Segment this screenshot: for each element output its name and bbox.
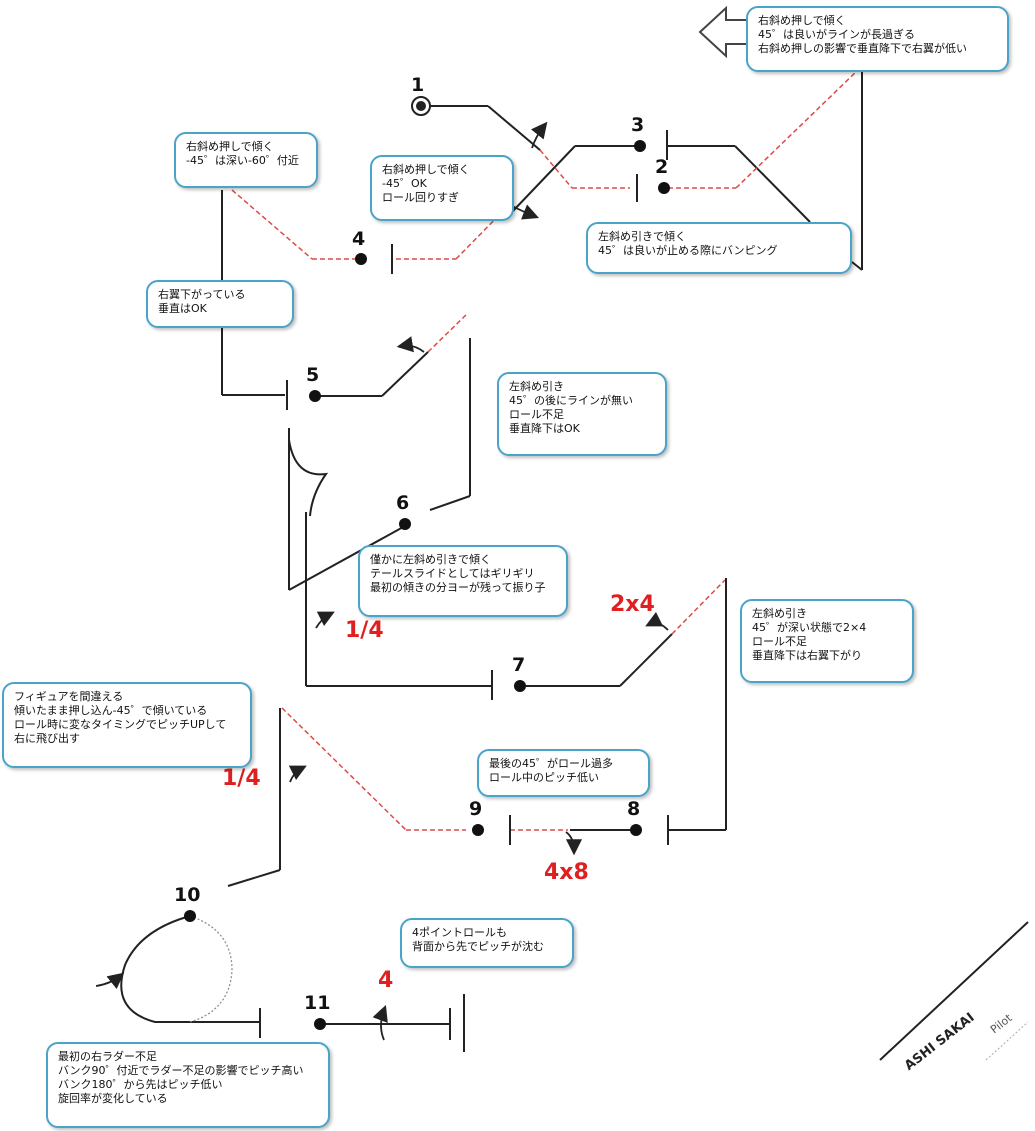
maneuver-number-11: 11 [304, 992, 331, 1014]
note-far-left: フィギュアを間違える傾いたまま押し込ん-45゜で傾いているロール時に変なタイミン… [2, 682, 252, 768]
maneuver-number-9: 9 [469, 798, 483, 820]
maneuver-4-dot [355, 253, 367, 265]
roll-label-quarter-a: 1/4 [345, 618, 384, 643]
figure-1-3-path [425, 70, 863, 271]
maneuver-number-10: 10 [174, 884, 201, 906]
figure-8-9-path [227, 707, 726, 887]
maneuver-number-4: 4 [352, 228, 366, 250]
figure-6-path [288, 428, 406, 591]
figure-10-11-path [95, 915, 465, 1052]
roll-label-four-by-eight: 4x8 [544, 860, 589, 885]
maneuver-number-3: 3 [631, 114, 645, 136]
maneuver-number-8: 8 [627, 798, 641, 820]
maneuver-11-dot [314, 1018, 326, 1030]
roll-label-two-by-four: 2x4 [610, 592, 655, 617]
note-bottom-middle: 4ポイントロールも背面から先でピッチが沈む [400, 918, 574, 968]
maneuver-10-dot [184, 910, 196, 922]
note-left-middle: 右翼下がっている垂直はOK [146, 280, 294, 328]
maneuver-2-dot [658, 182, 670, 194]
maneuver-3-dot [634, 140, 646, 152]
maneuver-number-2: 2 [655, 156, 669, 178]
note-center: 僅かに左斜め引きで傾くテールスライドとしてはギリギリ最初の傾きの分ヨーが残って振… [358, 545, 568, 617]
maneuver-number-5: 5 [306, 364, 320, 386]
maneuver-number-6: 6 [396, 492, 410, 514]
maneuver-6-dot [399, 518, 411, 530]
roll-label-four: 4 [378, 968, 394, 993]
figure-5-path [286, 312, 471, 511]
roll-label-quarter-b: 1/4 [222, 766, 261, 791]
figure-1-3-dashed [539, 69, 859, 189]
corner-badge-graphic [879, 921, 1029, 1061]
maneuver-8-dot [630, 824, 642, 836]
maneuver-number-1: 1 [411, 74, 425, 96]
note-bottom-left: 最初の右ラダー不足バンク90゜付近でラダー不足の影響でピッチ高いバンク180゜か… [46, 1042, 330, 1128]
note-upper-left: 右斜め押しで傾く-45゜は深い-60゜付近 [174, 132, 318, 188]
maneuver-5-dot [309, 390, 321, 402]
roll-arrow-3 [511, 204, 540, 220]
figure-7-path [305, 512, 727, 830]
maneuver-9-dot [472, 824, 484, 836]
roll-arrow-1 [530, 121, 548, 149]
maneuver-7-dot [514, 680, 526, 692]
note-lower-middle: 最後の45゜がロール過多ロール中のピッチ低い [477, 749, 650, 797]
maneuver-number-7: 7 [512, 654, 526, 676]
